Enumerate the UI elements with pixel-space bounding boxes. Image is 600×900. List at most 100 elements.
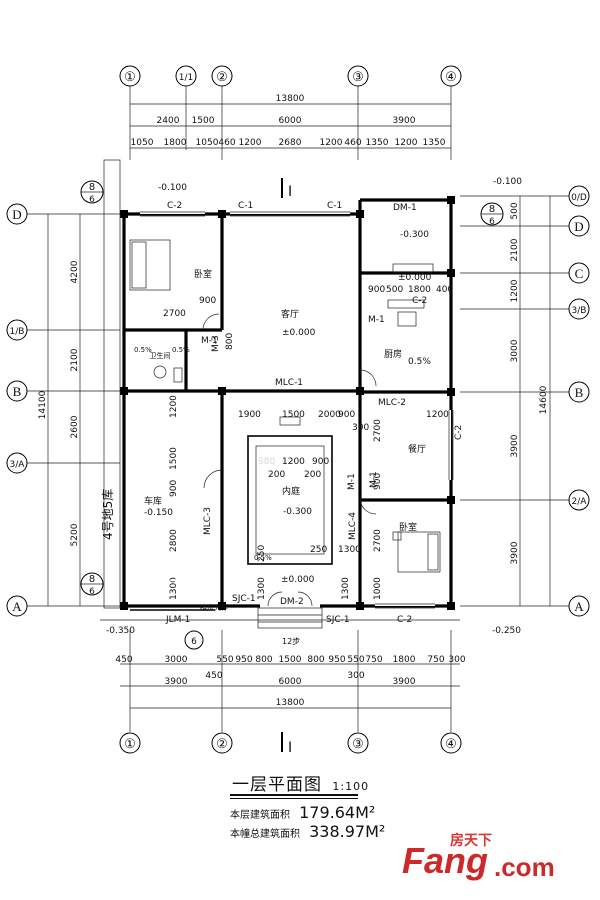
axis-label: ② [216, 69, 228, 84]
dim: 6000 [279, 677, 302, 687]
detail-sheet: 6 [489, 217, 495, 227]
door-tag: M-1 [347, 473, 357, 490]
total-area-value: 338.97M² [309, 822, 386, 841]
dim: 1200 [239, 138, 262, 148]
left-axis-bubbles: D 1/B B 3/A A 14100 4200 2100 2600 5200 [6, 203, 120, 617]
dim: 550 [216, 655, 233, 665]
axis-label: ① [124, 736, 136, 751]
axis-label: B [575, 385, 584, 400]
dim: 2680 [279, 138, 302, 148]
dim: 900 [169, 480, 179, 497]
door-tag: MLC-2 [378, 398, 406, 408]
top-dimensions: 13800 2400 1500 6000 3900 1050 1800 1050… [130, 94, 451, 149]
slope: 0.5% [254, 554, 272, 562]
dim: 750 [427, 655, 444, 665]
dim: 2400 [157, 116, 180, 126]
detail-mark: 8 [89, 182, 95, 193]
level: -0.350 [106, 626, 135, 636]
stairs-note: 12步 [282, 637, 300, 646]
door-tag: DM-2 [280, 597, 304, 607]
dim: 900 [258, 457, 275, 467]
detail-sheet: 6 [89, 195, 95, 205]
drawing-title: 一层平面图 1:100 [232, 770, 369, 795]
dim: 2700 [163, 309, 186, 319]
level-marks: -0.100 -0.300 ±0.000 ±0.000 -0.150 -0.30… [106, 177, 522, 646]
room-bath: 卫生间 [150, 351, 171, 360]
dim: 2100 [510, 238, 520, 261]
level: -0.300 [283, 507, 312, 517]
room-kitchen: 厨房 [384, 348, 402, 360]
dim: 3900 [165, 677, 188, 687]
title-text: 一层平面图 [232, 775, 322, 795]
dim: 460 [218, 138, 235, 148]
dim: 3900 [510, 434, 520, 457]
dim: 460 [344, 138, 361, 148]
dim: 1200 [510, 279, 520, 302]
axis-label: ② [216, 736, 228, 751]
dim: 500 [510, 202, 520, 219]
slope: 0.5% [134, 346, 152, 354]
dim: 1500 [192, 116, 215, 126]
title-scale: 1:100 [332, 780, 370, 793]
window-tag: C-1 [238, 201, 253, 211]
dim: 1200 [395, 138, 418, 148]
garage-note: 4号地5库 [100, 489, 115, 540]
dim: 4200 [70, 260, 80, 283]
level: -0.100 [493, 177, 522, 187]
dim: 1800 [408, 285, 431, 295]
dim: 1500 [279, 655, 302, 665]
level: -0.250 [492, 626, 521, 636]
dim: 1800 [393, 655, 416, 665]
dim: 1200 [320, 138, 343, 148]
title-underline [230, 794, 358, 796]
axis-label: ④ [445, 736, 457, 751]
dim: 1300 [341, 577, 351, 600]
dim: 300 [352, 423, 369, 433]
dim: 2000 [318, 410, 341, 420]
area-line: 本层建筑面积 179.64M² [230, 803, 375, 822]
dim: 300 [448, 655, 465, 665]
axis-label: 2/A [572, 497, 588, 507]
watermark-suffix: .com [494, 852, 555, 882]
level: -0.150 [144, 508, 173, 518]
level: -0.100 [158, 183, 187, 193]
section-mark: I [288, 184, 292, 200]
total-area-line: 本幢总建筑面积 338.97M² [230, 822, 385, 841]
level: ±0.000 [281, 575, 315, 585]
dim: 1350 [366, 138, 389, 148]
opening-tags: C-2 C-1 C-1 C-2 C-2 C-2 JLM-1 SJC-1 SJC-… [165, 201, 464, 625]
detail-sheet: 6 [89, 587, 95, 597]
axis-label: ③ [352, 736, 364, 751]
dim: 1200 [426, 410, 449, 420]
slope: 0.5% [172, 346, 190, 354]
area-value: 179.64M² [299, 803, 376, 822]
dim: 1200 [282, 457, 305, 467]
door-tag: M-1 [201, 336, 218, 346]
window-tag: C-2 [454, 425, 464, 440]
dim: 1300 [338, 545, 361, 555]
door-tag: MLC-1 [275, 378, 303, 388]
walls [100, 159, 460, 629]
dim: 300 [347, 671, 364, 681]
bottom-dimensions: 450 3000 550 950 800 1500 800 950 550 75… [115, 655, 466, 709]
axis-label: 3/A [10, 460, 26, 470]
dim-left-total: 14100 [38, 390, 48, 419]
axis-label: ④ [445, 69, 457, 84]
axis-label: ③ [352, 69, 364, 84]
level: ±0.000 [282, 328, 316, 338]
dim: 900 [199, 296, 216, 306]
dim: 450 [205, 671, 222, 681]
dim: 1050 [131, 138, 154, 148]
dim: 1350 [423, 138, 446, 148]
axis-label: 0/D [571, 193, 587, 203]
dim: 800 [255, 655, 272, 665]
dim: 900 [338, 410, 355, 420]
total-area-label: 本幢总建筑面积 [230, 829, 300, 840]
door-tag: DM-1 [393, 203, 417, 213]
dim: 200 [304, 470, 321, 480]
porch-note: 踏步大样 [200, 603, 228, 612]
dim: 250 [310, 545, 327, 555]
window-tag: SJC-1 [326, 615, 350, 625]
dim: 950 [328, 655, 345, 665]
